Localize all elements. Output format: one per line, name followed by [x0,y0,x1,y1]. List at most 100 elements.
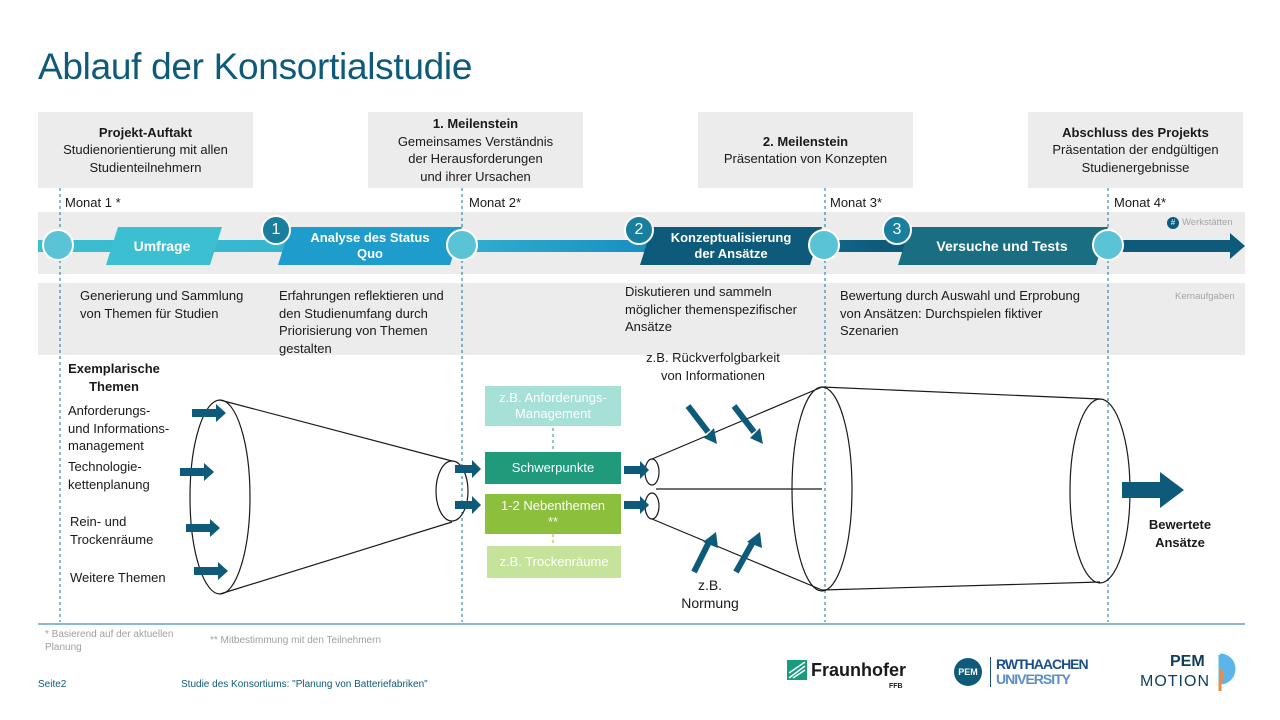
timeline-nodes [42,229,1124,261]
step-label-line: der Ansätze [694,246,768,261]
timeline-node [1092,229,1124,261]
milestone-title: Projekt-Auftakt [98,124,193,140]
milestone-text: Studienteilnehmern [89,159,202,175]
timeline-node [42,229,74,261]
arrow-head [747,532,762,548]
example-box-requirements: z.B. Anforderungs-Management [485,386,621,426]
step-label-line: Quo [357,246,383,261]
milestone-2: 2. Meilenstein Präsentation von Konzepte… [698,112,913,188]
month-label: Monat 2* [469,195,522,210]
milestone-text: der Herausforderungen [408,151,543,166]
example-box-drying-rooms: z.B. Trockenräume [487,546,621,578]
diagonal-arrow [685,404,711,434]
step-shape-konzept [640,227,822,265]
output-arrow [1122,472,1184,508]
step-label-umfrage: Umfrage [133,238,191,254]
input-arrow [455,460,481,478]
workshops-badge: # [1167,217,1179,229]
standardization-label: z.B.Normung [681,577,739,611]
topic-label: Weitere Themen [70,570,166,585]
pem-motion-logo: PEM MOTION [1140,653,1245,693]
funnel-center [644,386,853,592]
step-number-badge [882,215,912,245]
timeline-node [808,229,840,261]
arrow-head [704,428,717,444]
step-shape-analyse [278,227,462,265]
pem-badge-icon: PEM [954,658,982,686]
milestone-title: Abschluss des Projekts [1062,124,1209,140]
cylinder-right [821,386,1131,591]
cylinder-body [821,386,1101,591]
focus-box: Schwerpunkte [485,452,621,484]
milestone-text: Studienergebnisse [1081,159,1190,175]
arrow-head [750,428,763,444]
fraunhofer-logo-icon [787,660,807,680]
step-label-line: Konzeptualisierung [670,230,792,245]
milestone-text: Studienorientierung mit allen [63,142,228,158]
step-label-line: Analyse des Status [310,230,430,245]
core-tasks-label: Kernaufgaben [1175,291,1235,302]
topic-label: Technologie-kettenplanung [68,459,150,492]
page-number: Seite2 [38,679,67,690]
milestone-title: 1. Meilenstein [432,116,519,131]
month-label: Monat 1 * [65,195,121,210]
step-shape-versuche [898,227,1108,265]
diagonal-arrows [685,404,757,574]
diagonal-arrow [691,538,713,574]
arrow-head [703,532,718,548]
month-label: Monat 4* [1114,195,1167,210]
step-number: 3 [892,221,902,238]
topic-label: Anforderungs-und Informations-management [68,403,170,453]
input-arrow [180,463,214,481]
diagonal-arrow [733,538,757,574]
core-task-band [38,283,1245,355]
milestone-title: 2. Meilenstein [762,133,849,149]
funnel-left [189,399,469,595]
input-arrow [455,496,481,514]
input-arrow [624,496,649,514]
input-arrow [192,404,226,422]
fraunhofer-logo: Fraunhofer FFB [787,658,907,692]
workshops-label: Werkstätten [1182,217,1233,228]
funnel-neck-top [644,458,660,486]
milestone-1: 1. Meilenstein Gemeinsames Verständnis d… [368,112,583,188]
step-label-konzept: Konzeptualisierung der Ansätze [644,227,818,265]
step-number: 1 [271,221,281,238]
pem-motion-icon [1218,653,1236,691]
funnel-left-neck [435,460,469,522]
timeline-node [446,229,478,261]
input-arrows [180,404,649,580]
cylinder-end [1069,398,1131,584]
milestone-text: und ihrer Ursachen [420,168,531,184]
timeline-arrow [38,233,1245,259]
step-shape-umfrage [106,227,222,265]
study-name: Studie des Konsortiums: "Planung von Bat… [181,679,428,690]
step-number-badge [624,215,654,245]
step-number-badge [261,215,291,245]
page-title: Ablauf der Konsortialstudie [38,46,473,87]
input-arrow [194,562,228,580]
rwth-logo: PEM RWTHAACHEN UNIVERSITY [954,655,1104,689]
step-label-analyse: Analyse des Status Quo [282,227,458,265]
month-label: Monat 3* [830,195,883,210]
diagonal-arrow-heads [703,428,763,548]
milestone-text: Präsentation von Konzepten [723,151,888,166]
milestone-text: Präsentation der endgültigen [1052,142,1219,158]
milestone-kickoff: Projekt-Auftakt Studienorientierung mit … [38,112,253,188]
diagonal-arrow [731,404,757,434]
footnote-codetermination: ** Mitbestimmung mit den Teilnehmern [210,635,382,646]
milestone-final: Abschluss des Projekts Präsentation der … [1028,112,1243,188]
step-number: 2 [634,221,644,238]
input-arrow [624,461,649,479]
secondary-topics-box: 1-2 Nebenthemen** [485,494,621,534]
